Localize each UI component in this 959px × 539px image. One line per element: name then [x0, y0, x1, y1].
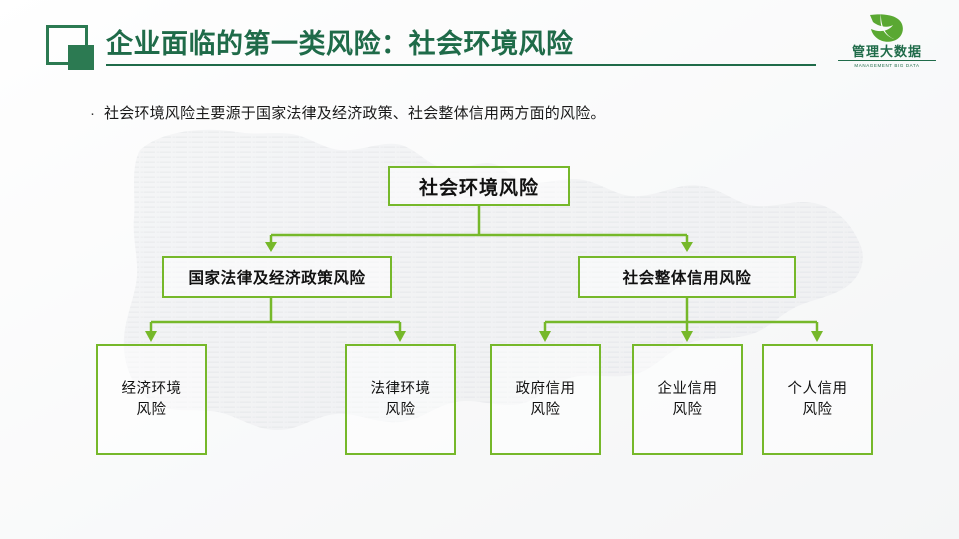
title-square-icon	[46, 25, 104, 70]
tree-node-leaf-government-credit[interactable]: 政府信用 风险	[490, 344, 601, 455]
node-label-line2: 风险	[136, 401, 167, 418]
tree-node-leaf-personal-credit[interactable]: 个人信用 风险	[762, 344, 873, 455]
tree-node-leaf-enterprise-credit[interactable]: 企业信用 风险	[632, 344, 743, 455]
tree-node-branch-2[interactable]: 社会整体信用风险	[578, 256, 796, 298]
node-label: 社会环境风险	[418, 177, 539, 199]
bullet-marker: ·	[90, 105, 95, 122]
logo-name-cn: 管理大数据	[851, 44, 922, 59]
page-title: 企业面临的第一类风险：社会环境风险	[106, 29, 574, 59]
tree-node-leaf-economic-environment[interactable]: 经济环境 风险	[96, 344, 207, 455]
tree-node-branch-1[interactable]: 国家法律及经济政策风险	[162, 256, 392, 298]
bullet-row: · 社会环境风险主要源于国家法律及经济政策、社会整体信用两方面的风险。	[90, 103, 606, 125]
node-label-line2: 风险	[530, 401, 561, 418]
leaf-icon	[837, 10, 937, 44]
brand-logo: 管理大数据 MANAGEMENT BIG DATA	[837, 10, 937, 68]
node-label: 社会整体信用风险	[622, 270, 752, 287]
logo-name-en: MANAGEMENT BIG DATA	[838, 60, 936, 69]
tree-node-root[interactable]: 社会环境风险	[388, 166, 570, 206]
node-label: 国家法律及经济政策风险	[188, 270, 366, 287]
node-label-line2: 风险	[672, 401, 703, 418]
square-filled-shape	[68, 45, 94, 70]
node-label-line2: 风险	[385, 401, 416, 418]
node-label-line1: 个人信用	[787, 380, 848, 397]
node-label-line1: 法律环境	[370, 380, 431, 397]
node-label-line1: 经济环境	[121, 380, 182, 397]
node-label-line1: 政府信用	[515, 380, 576, 397]
tree-node-leaf-legal-environment[interactable]: 法律环境 风险	[345, 344, 456, 455]
title-underline	[106, 64, 816, 66]
node-label-line2: 风险	[802, 401, 833, 418]
node-label-line1: 企业信用	[657, 380, 718, 397]
bullet-text: 社会环境风险主要源于国家法律及经济政策、社会整体信用两方面的风险。	[104, 105, 606, 122]
